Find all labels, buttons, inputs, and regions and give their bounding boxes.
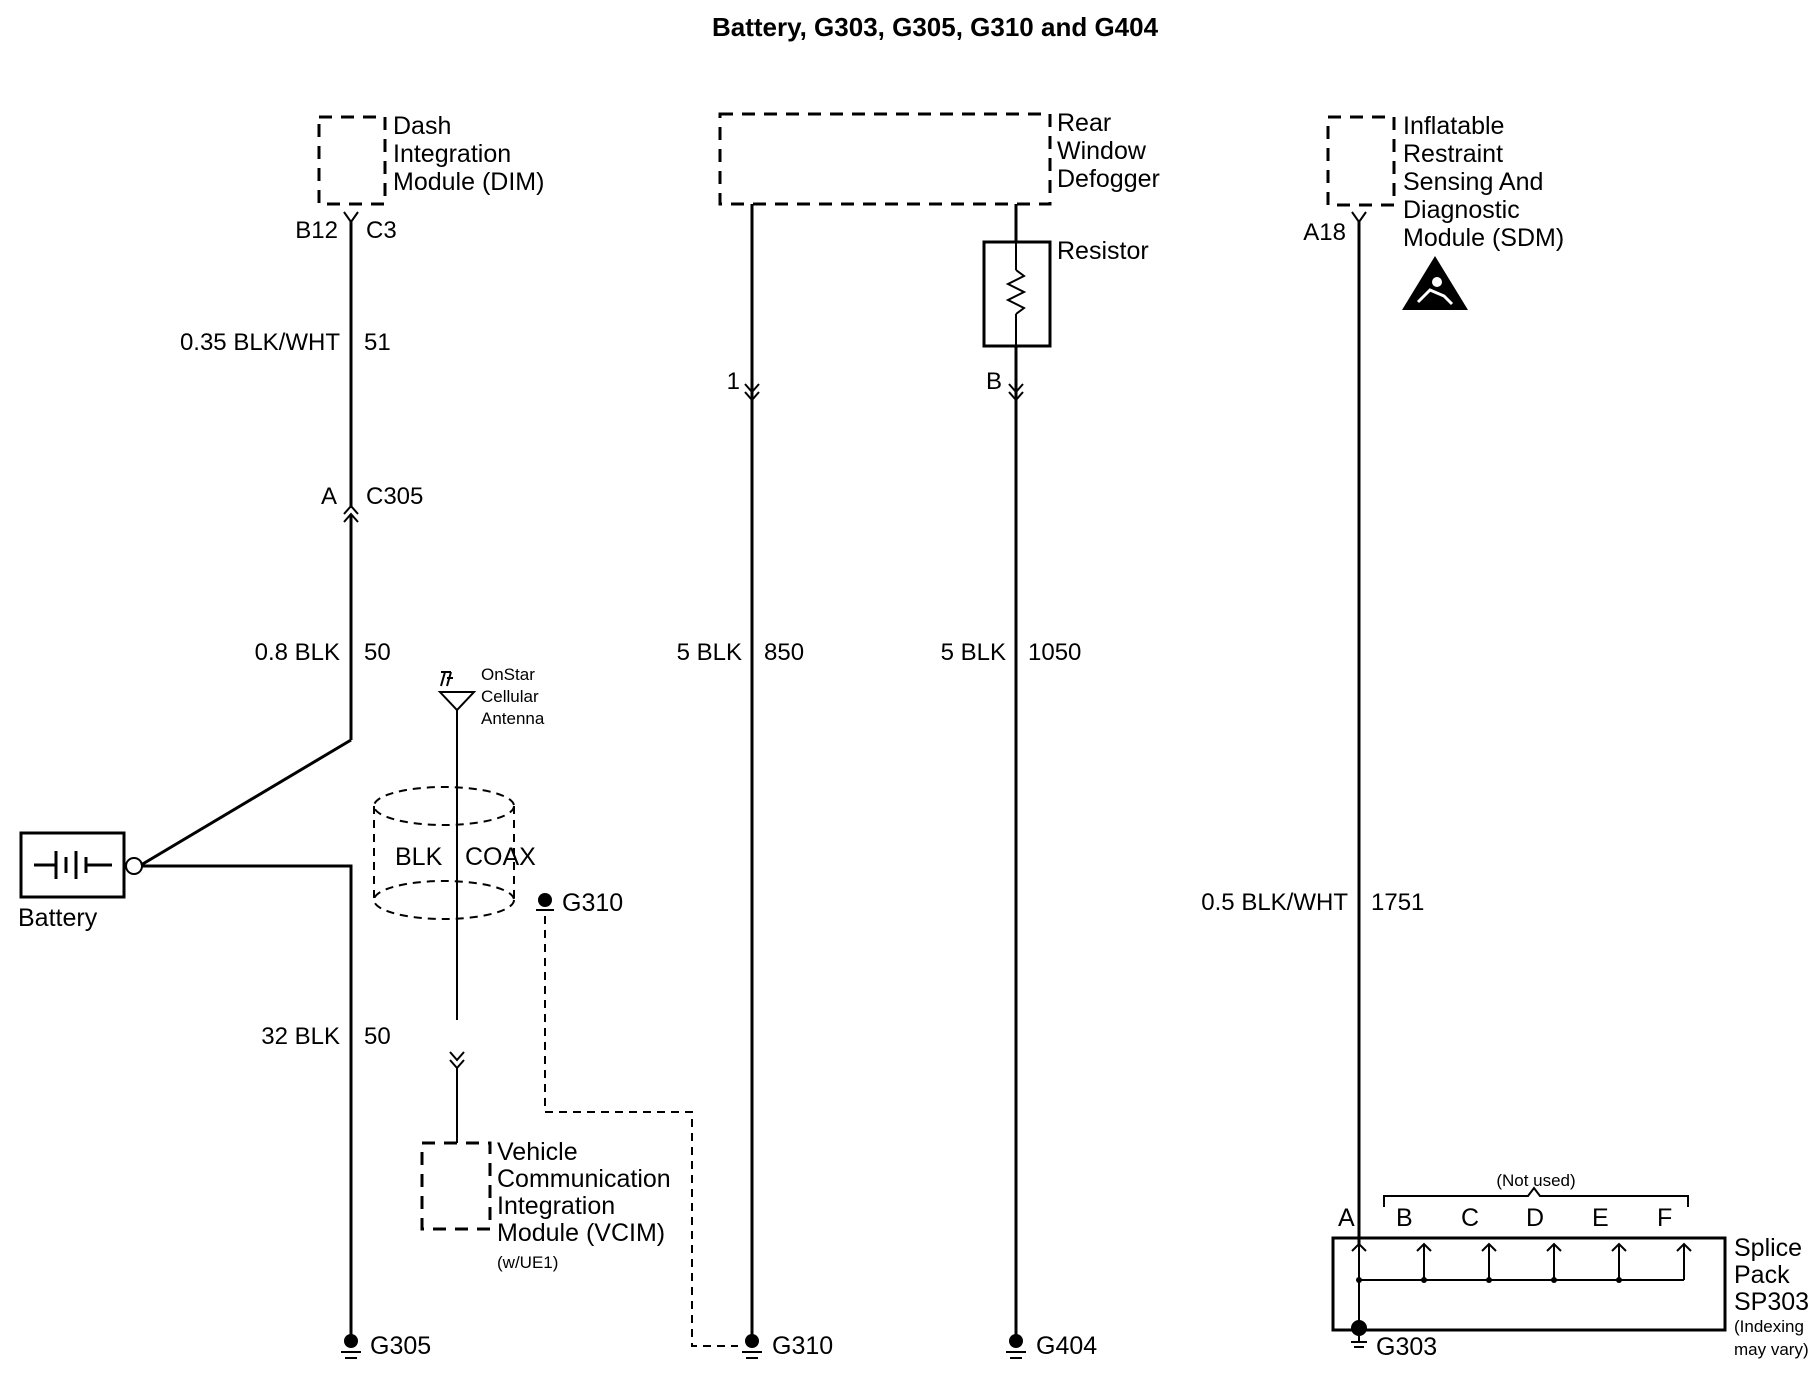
dim-label-3: Module (DIM) <box>393 168 544 196</box>
sdm-label-1: Inflatable <box>1403 112 1504 140</box>
resistor-label: Resistor <box>1057 237 1149 265</box>
sdm-pin-label: A18 <box>1303 219 1346 246</box>
wire-50-lower-circuit: 50 <box>364 1023 391 1050</box>
shield-drain-wire <box>544 916 738 1347</box>
splice-pin-e: E <box>1592 1204 1609 1232</box>
splice-pin-f: F <box>1657 1204 1672 1232</box>
splice-note-1: (Indexing <box>1734 1317 1804 1336</box>
sdm-label-3: Sensing And <box>1403 168 1543 196</box>
defogger-label-3: Defogger <box>1057 165 1160 193</box>
resistor-icon <box>1005 269 1027 315</box>
g305-ground-icon <box>341 1334 361 1359</box>
splice-pin-d: D <box>1526 1204 1544 1232</box>
g310-shield-label: G310 <box>562 889 623 917</box>
airbag-warning-icon <box>1402 256 1468 310</box>
dim-pin: B12 C3 <box>295 211 397 244</box>
vcim-label-1: Vehicle <box>497 1138 578 1166</box>
g310-shield-ground-icon <box>536 893 554 911</box>
vcim-label-4: Module (VCIM) <box>497 1219 665 1247</box>
vcim-connector <box>449 1051 465 1070</box>
defogger-pin-1-connector <box>744 383 760 402</box>
defogger-label-2: Window <box>1057 137 1147 165</box>
vcim-label-3: Integration <box>497 1192 615 1220</box>
g303-ground-icon <box>1351 1320 1367 1348</box>
dim-label-2: Integration <box>393 140 511 168</box>
c305-pin-label: A <box>321 483 337 510</box>
sdm-label-4: Diagnostic <box>1403 196 1520 224</box>
g310-ground-icon <box>742 1334 762 1359</box>
dim-connector-label: C3 <box>366 217 397 244</box>
wire-1751-circuit: 1751 <box>1371 889 1424 916</box>
dim-module: Dash Integration Module (DIM) <box>317 112 544 206</box>
coax-shield <box>373 786 515 920</box>
defogger-pin-b-connector <box>1008 383 1024 402</box>
not-used-bracket <box>1383 1186 1689 1207</box>
antenna-label-1: OnStar <box>481 665 535 684</box>
wire-1050-label: 5 BLK <box>941 639 1006 666</box>
wire-50-lower <box>142 864 353 1335</box>
defogger-pin-1-label: 1 <box>727 368 740 395</box>
vcim-option-label: (w/UE1) <box>497 1253 558 1272</box>
sdm-pin <box>1351 211 1367 224</box>
defogger-module <box>718 112 1052 206</box>
resistor <box>982 240 1052 348</box>
g404-ground-icon <box>1006 1334 1026 1359</box>
splice-pack: (Not used) <box>1331 1171 1727 1332</box>
wire-50-upper-label: 0.8 BLK <box>255 639 340 666</box>
c305-name-label: C305 <box>366 483 423 510</box>
g303-label: G303 <box>1376 1333 1437 1361</box>
battery: Battery <box>18 831 143 932</box>
wire-1050-circuit: 1050 <box>1028 639 1081 666</box>
sdm-label-2: Restraint <box>1403 140 1503 168</box>
defogger-label-1: Rear <box>1057 109 1111 137</box>
antenna-label-3: Antenna <box>481 709 545 728</box>
splice-pin-c: C <box>1461 1204 1479 1232</box>
g305-label: G305 <box>370 1332 431 1360</box>
dim-pin-label: B12 <box>295 217 338 244</box>
not-used-label: (Not used) <box>1496 1171 1575 1190</box>
wire-51-label: 0.35 BLK/WHT <box>180 329 340 356</box>
battery-terminal <box>125 857 143 875</box>
wire-850-label: 5 BLK <box>677 639 742 666</box>
antenna-label-2: Cellular <box>481 687 539 706</box>
vcim-module <box>420 1141 492 1231</box>
vcim-label-2: Communication <box>497 1165 671 1193</box>
splice-pin-a: A <box>1338 1204 1355 1232</box>
wire-850-circuit: 850 <box>764 639 804 666</box>
splice-label-3: SP303 <box>1734 1288 1809 1316</box>
splice-label-2: Pack <box>1734 1261 1790 1289</box>
battery-label: Battery <box>18 904 98 932</box>
wire-50-diagonal <box>140 738 352 867</box>
sdm-label-5: Module (SDM) <box>1403 224 1564 252</box>
g310-label: G310 <box>772 1332 833 1360</box>
sdm-module <box>1326 115 1396 207</box>
defogger-pin-b-label: B <box>986 368 1002 395</box>
wire-51-circuit: 51 <box>364 329 391 356</box>
page-title: Battery, G303, G305, G310 and G404 <box>712 12 1159 42</box>
splice-pin-b: B <box>1396 1204 1413 1232</box>
wire-50-upper-circuit: 50 <box>364 639 391 666</box>
splice-label-1: Splice <box>1734 1234 1802 1262</box>
wire-50-lower-label: 32 BLK <box>261 1023 340 1050</box>
coax-blk-label: BLK <box>395 843 443 871</box>
g404-label: G404 <box>1036 1332 1097 1360</box>
c305-connector: A C305 <box>321 483 423 523</box>
coax-label: COAX <box>465 843 536 871</box>
wire-1751-label: 0.5 BLK/WHT <box>1201 889 1348 916</box>
splice-note-2: may vary) <box>1734 1340 1809 1359</box>
dim-label-1: Dash <box>393 112 451 140</box>
